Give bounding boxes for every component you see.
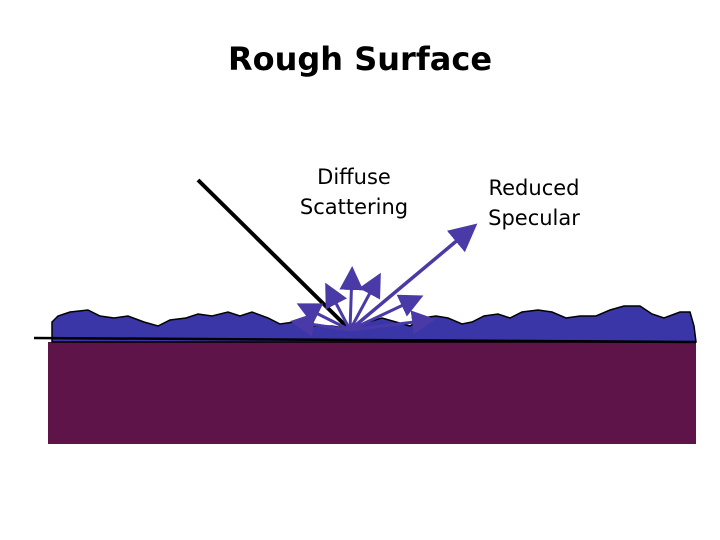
substrate-block — [48, 342, 696, 444]
diagram-title: Rough Surface — [227, 40, 493, 78]
scattered-arrows — [290, 266, 436, 337]
specular-label-line2: Specular — [488, 206, 580, 230]
diffuse-label-line1: Diffuse — [317, 165, 391, 189]
reduced-specular-label: Reduced Specular — [478, 173, 590, 233]
rough-surface-layer — [51, 305, 697, 343]
scatter-arrow-4 — [339, 266, 364, 331]
diffuse-scattering-label: Diffuse Scattering — [284, 162, 424, 222]
scatter-arrow-6 — [349, 294, 424, 332]
scatter-arrow-2 — [296, 303, 351, 332]
scatter-arrow-3 — [325, 282, 352, 331]
specular-ray — [348, 223, 478, 332]
specular-label-line1: Reduced — [488, 176, 580, 200]
diffuse-label-line2: Scattering — [299, 195, 409, 219]
scatter-arrow-7 — [349, 310, 436, 335]
scatter-arrow-5 — [348, 272, 381, 331]
surface-baseline — [33, 336, 697, 344]
incident-ray — [196, 178, 352, 332]
